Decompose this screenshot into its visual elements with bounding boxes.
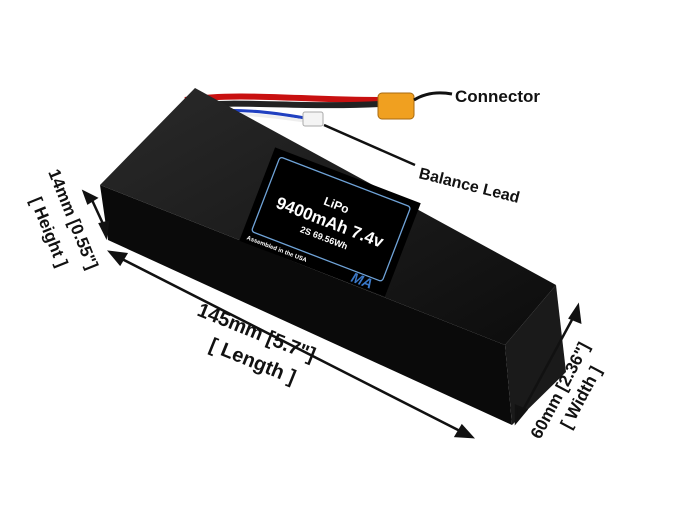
- connector-callout: Connector: [455, 87, 540, 106]
- dimension-arrows: [81, 189, 582, 439]
- balance-plug: [302, 111, 324, 127]
- balance-lead-callout: Balance Lead: [417, 165, 521, 206]
- brand-logo: MA: [349, 269, 375, 292]
- connector: [377, 92, 415, 120]
